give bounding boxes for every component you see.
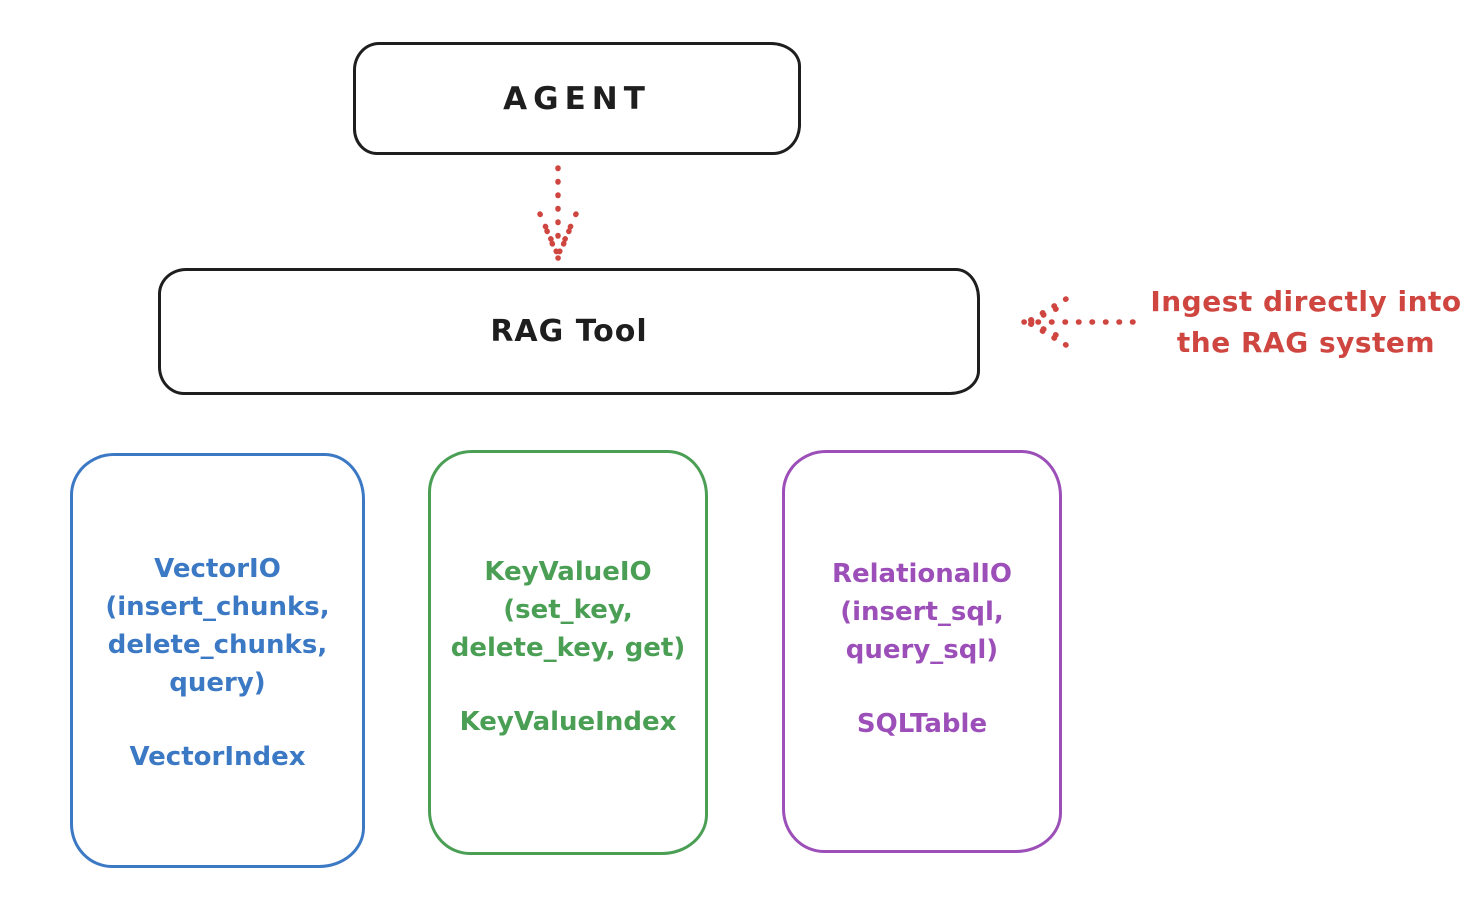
store-index-label: VectorIndex bbox=[129, 742, 306, 772]
store-title: VectorIO bbox=[154, 554, 281, 584]
store-methods-line: (insert_chunks, bbox=[105, 592, 330, 622]
store-methods-line: query_sql) bbox=[845, 635, 999, 665]
agent-box-label: AGENT bbox=[503, 80, 651, 117]
agent-to-rag-arrow bbox=[537, 165, 579, 261]
store-methods-line: delete_key, get) bbox=[450, 633, 686, 663]
store-box-vector-io: VectorIO (insert_chunks, delete_chunks, … bbox=[70, 453, 365, 868]
store-title: RelationalIO bbox=[831, 559, 1013, 589]
store-methods-line: delete_chunks, bbox=[107, 630, 328, 660]
annotation-line-2: the RAG system bbox=[1176, 326, 1436, 359]
annotation-to-rag-arrow bbox=[1021, 296, 1136, 348]
store-index-label: SQLTable bbox=[856, 709, 988, 739]
agent-box: AGENT bbox=[353, 42, 801, 155]
store-methods-line: query) bbox=[169, 668, 266, 698]
store-methods-line: (set_key, bbox=[503, 595, 633, 625]
store-box-relational-io: RelationalIO (insert_sql, query_sql) SQL… bbox=[782, 450, 1062, 853]
store-methods-line: (insert_sql, bbox=[840, 597, 1004, 627]
store-index-label: KeyValueIndex bbox=[459, 707, 677, 737]
annotation-line-1: Ingest directly into bbox=[1150, 285, 1462, 318]
store-box-keyvalue-io: KeyValueIO (set_key, delete_key, get) Ke… bbox=[428, 450, 708, 855]
rag-tool-box: RAG Tool bbox=[158, 268, 980, 395]
rag-tool-box-label: RAG Tool bbox=[490, 314, 648, 349]
annotation-ingest: Ingest directly into the RAG system bbox=[1138, 281, 1474, 363]
store-title: KeyValueIO bbox=[484, 557, 652, 587]
